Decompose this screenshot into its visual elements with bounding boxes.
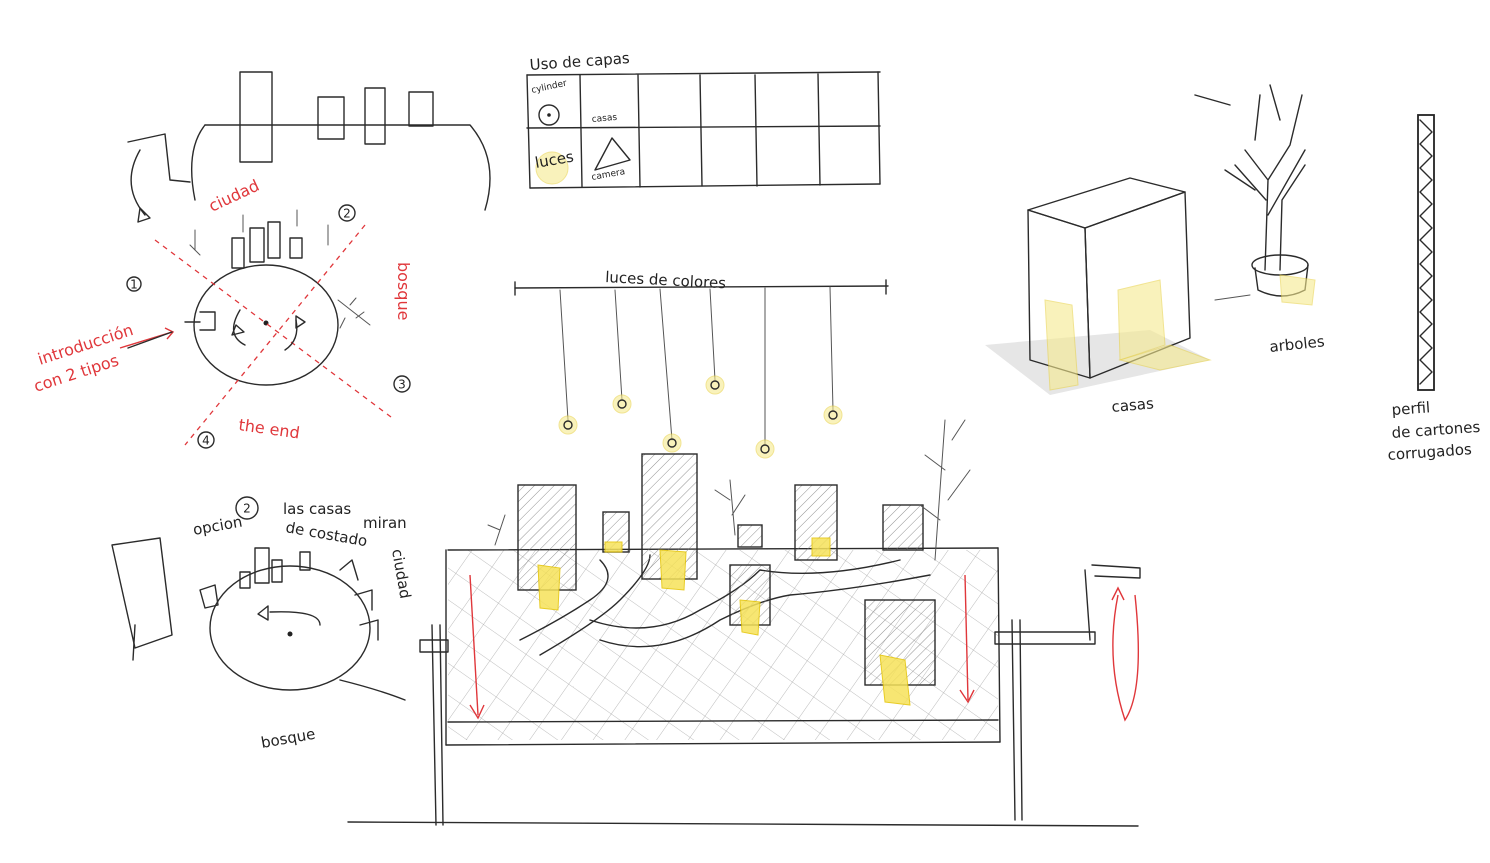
number-1: 1 [130,278,138,292]
cell-cylinder: cylinder [531,79,569,96]
label-corrugados: corrugados [1387,440,1472,464]
layers-grid: Uso de capas cylinder casas luces camera [527,49,880,188]
number-2: 2 [343,207,351,221]
tree-sketch: arboles [1195,85,1326,356]
corrugated-profile: perfil de cartones corrugados [1387,115,1481,464]
label-the-end: the end [237,415,301,442]
cell-luces: luces [534,147,576,172]
label-perfil: perfil [1391,398,1431,419]
label-ciudad-bottom: ciudad [388,548,414,601]
number-3: 3 [398,378,406,392]
cylinder-side-sketch [128,72,490,222]
label-miran: miran [363,514,407,532]
sector-circle-diagram [120,210,395,445]
house-box-sketch: casas [985,178,1210,416]
label-uso-de-capas: Uso de capas [529,49,630,74]
label-bosque-right: bosque [394,262,413,320]
opcion-number: 2 [243,502,251,516]
main-stage-sketch [348,420,1140,826]
label-opcion: opcion [192,513,244,539]
label-bosque-bottom: bosque [260,725,317,752]
label-de-costado: de costado [284,518,368,550]
option-2-sketch: opcion 2 las casas de costado miran ciud… [112,497,414,752]
cell-casas: casas [591,113,617,125]
label-ciudad-top: ciudad [206,176,263,216]
label-casas: casas [1111,394,1155,416]
colored-lights-sketch: luces de colores [515,268,888,458]
label-de-cartones: de cartones [1391,418,1481,442]
label-luces-de-colores: luces de colores [605,268,727,292]
number-4: 4 [202,434,210,448]
label-las-casas: las casas [283,500,351,518]
label-arboles: arboles [1269,332,1326,356]
